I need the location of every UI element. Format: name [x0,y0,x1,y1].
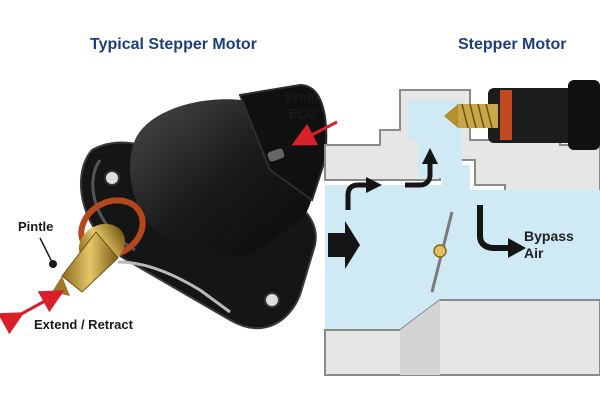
left-panel-title: Typical Stepper Motor [90,36,257,53]
mount-hole [104,170,120,186]
mount-hole [264,292,280,308]
bypass-outlet-arrow [477,205,512,251]
inlet-air-arrow [328,221,360,269]
bypass-inlet-arrow [345,182,368,210]
bypass-rise-arrow [405,162,433,188]
from-ecu-label: From ECU [286,89,319,121]
bypass-air-label: Bypass Air [524,228,574,261]
throttle-shaft [433,244,447,258]
pintle-pointer-dot [49,260,57,268]
extend-retract-label: Extend / Retract [34,317,133,332]
from-ecu-arrow [291,120,338,146]
throttle-cutaway-diagram [324,80,600,376]
extend-retract-arrow [0,290,65,335]
pintle-pointer-line [39,237,53,263]
stepper-motor-photo [52,83,328,330]
pintle-label: Pintle [18,219,54,234]
right-panel-title: Stepper Motor [458,36,567,53]
